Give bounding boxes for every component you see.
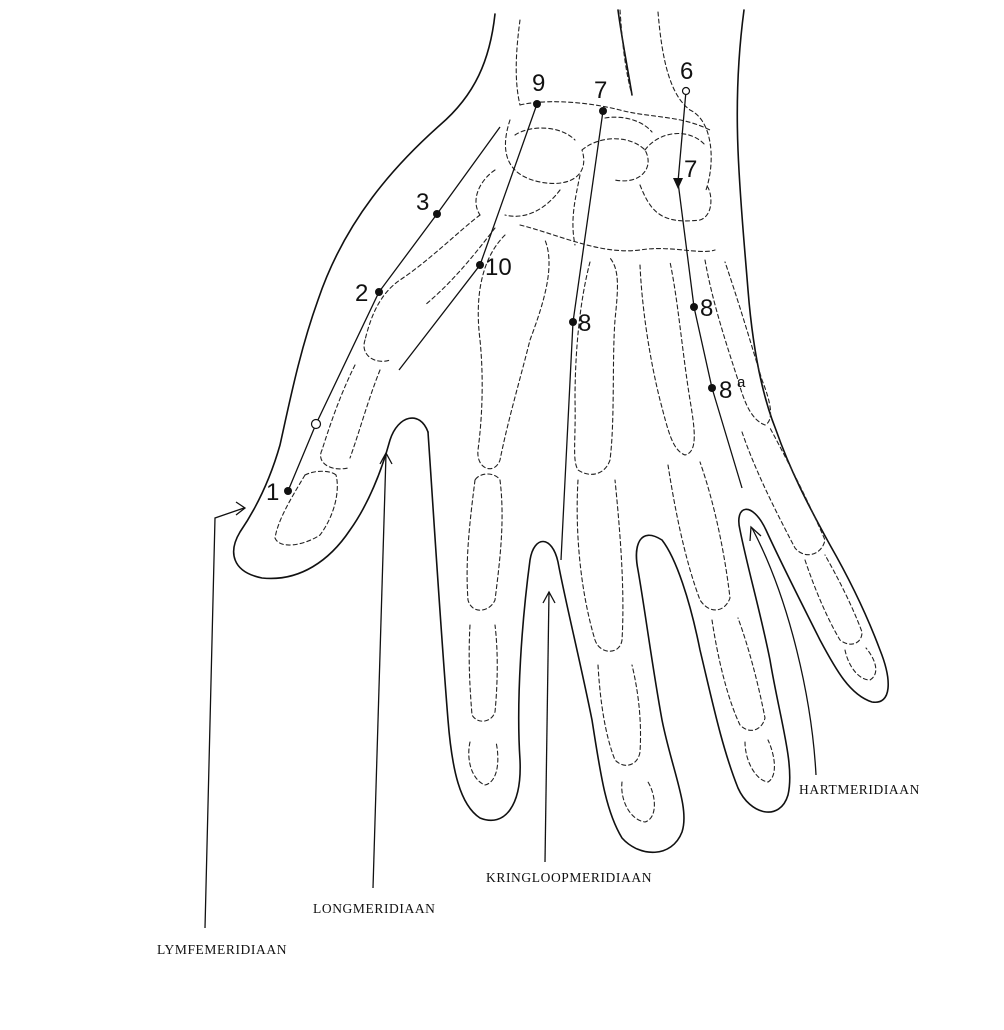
- thumb-outer-edge: [232, 13, 496, 580]
- circulation-pointer-head: [542, 590, 556, 604]
- long-pointer-head: [379, 451, 393, 465]
- hand-bones: [274, 9, 877, 823]
- meridian-labels: LYMFEMERIDIAAN LONGMERIDIAAN KRINGLOOPME…: [157, 782, 920, 957]
- heart-pointer-head: [749, 525, 762, 542]
- point-1-marker: [284, 487, 292, 495]
- point-3-marker: [433, 210, 441, 218]
- point-2-label: 2: [355, 280, 368, 307]
- point-7a-label: 7: [594, 77, 607, 104]
- point-9-label: 9: [532, 70, 545, 97]
- hand-outline: [232, 9, 889, 854]
- point-8b-label: 8: [700, 295, 713, 322]
- meridian-pointers: [204, 451, 817, 929]
- index-finger-edge: [427, 9, 889, 854]
- circulation-pointer-line: [544, 591, 550, 863]
- point-8a-label: 8: [578, 310, 591, 337]
- point-labels: 1 2 3 10 9 7 8 6 7 8 8 a: [266, 58, 746, 506]
- point-7b-marker: [673, 178, 683, 189]
- point-8c-label: 8: [719, 377, 732, 404]
- long-pointer-line: [372, 453, 387, 889]
- point-3-label: 3: [416, 189, 429, 216]
- acupoints: [284, 86, 716, 495]
- point-6-marker: [681, 86, 691, 96]
- point-8b-marker: [690, 303, 698, 311]
- heart-meridian-line: [677, 90, 743, 489]
- point-2-marker: [375, 288, 383, 296]
- point-open-marker: [310, 418, 322, 430]
- point-9-marker: [533, 100, 541, 108]
- lymph-meridian-label: LYMFEMERIDIAAN: [157, 942, 287, 957]
- point-8c-superscript: a: [737, 374, 746, 391]
- point-8a-marker: [569, 318, 577, 326]
- point-10-label: 10: [485, 254, 512, 281]
- heart-meridian-label: HARTMERIDIAAN: [799, 782, 920, 797]
- point-1-label: 1: [266, 479, 279, 506]
- long-meridian-label: LONGMERIDIAAN: [313, 901, 436, 916]
- point-6-label: 6: [680, 58, 693, 85]
- wrist-edge: [617, 9, 633, 96]
- circulation-meridian-label: KRINGLOOPMERIDIAAN: [486, 870, 652, 885]
- meridian-lines: [287, 90, 743, 561]
- point-10-marker: [476, 261, 484, 269]
- lymph-pointer-line: [204, 507, 245, 929]
- point-8c-marker: [708, 384, 716, 392]
- heart-pointer-line: [751, 527, 817, 776]
- point-7b-label: 7: [684, 156, 697, 183]
- point-7a-marker: [599, 107, 607, 115]
- lymph-pointer-head: [235, 501, 247, 516]
- lymph-meridian-line: [287, 126, 501, 492]
